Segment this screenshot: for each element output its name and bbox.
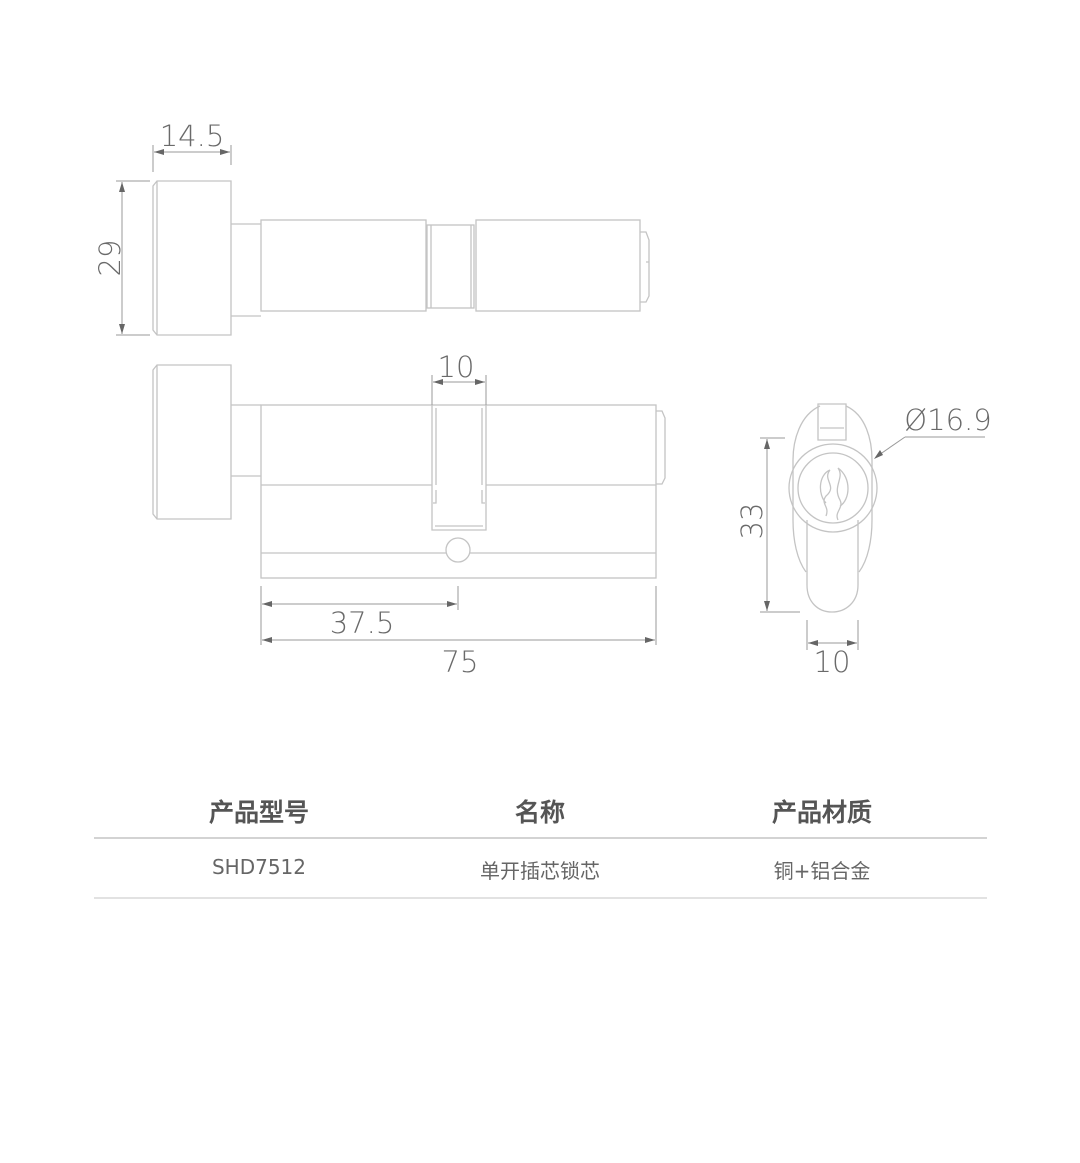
cell-name: 单开插芯锁芯 xyxy=(480,859,600,883)
dimension-profile-width: 10 xyxy=(806,620,859,679)
svg-text:29: 29 xyxy=(93,240,127,277)
dimension-diameter: Ø16.9 xyxy=(874,403,992,459)
technical-drawing: 14.5 29 10 37.5 75 xyxy=(93,119,992,679)
cell-material: 铜+铝合金 xyxy=(773,859,871,883)
header-divider xyxy=(94,837,987,839)
header-name: 名称 xyxy=(514,798,566,827)
dimension-cam-width: 10 xyxy=(431,350,487,405)
svg-text:33: 33 xyxy=(735,503,769,540)
dimension-knob-height: 29 xyxy=(93,180,150,336)
row-divider xyxy=(94,897,987,899)
header-material: 产品材质 xyxy=(771,798,873,827)
side-profile-view xyxy=(788,403,878,613)
svg-text:14.5: 14.5 xyxy=(160,119,225,153)
svg-text:Ø16.9: Ø16.9 xyxy=(904,403,991,437)
svg-text:10: 10 xyxy=(814,645,851,679)
svg-text:37.5: 37.5 xyxy=(330,606,395,640)
header-model: 产品型号 xyxy=(208,798,310,827)
dimension-knob-width: 14.5 xyxy=(152,119,232,172)
cell-model: SHD7512 xyxy=(211,855,307,879)
svg-text:75: 75 xyxy=(442,645,479,679)
dimension-profile-height: 33 xyxy=(735,437,800,613)
dimension-total-length: 75 xyxy=(262,637,655,679)
front-view xyxy=(152,364,666,579)
svg-text:10: 10 xyxy=(438,350,475,384)
dimension-half-length: 37.5 xyxy=(260,586,657,645)
top-view xyxy=(152,180,650,336)
